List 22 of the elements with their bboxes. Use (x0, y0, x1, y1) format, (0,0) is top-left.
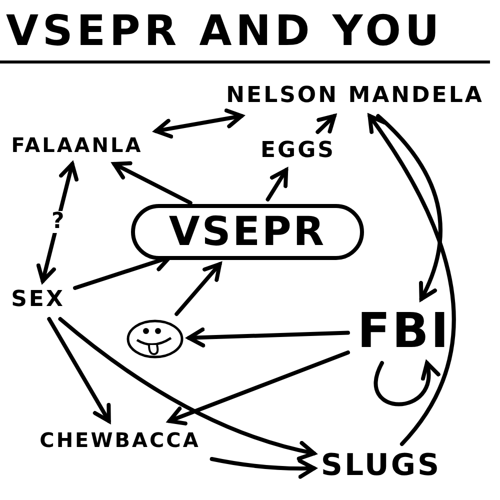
node-label: FALAANLA (11, 135, 143, 155)
arrow (47, 317, 111, 423)
node-label: CHEWBACCA (40, 430, 200, 450)
arrow (316, 114, 336, 134)
node-label: FBI (357, 307, 451, 355)
arrow (376, 114, 442, 301)
arrow (368, 114, 456, 446)
arrow (210, 457, 316, 479)
arrow (112, 161, 192, 205)
node-label: NELSON MANDELA (226, 85, 484, 107)
node-label: SEX (11, 289, 65, 311)
arrow (154, 108, 244, 139)
arrow (374, 361, 439, 406)
node-label: EGGS (260, 140, 336, 162)
arrow (187, 327, 350, 348)
title: VSEPR AND YOU (6, 6, 444, 56)
arrow (58, 317, 316, 460)
arrow (174, 262, 222, 316)
arrow (168, 350, 350, 426)
arrow (266, 168, 288, 202)
node-label: SLUGS (320, 451, 442, 481)
node-label: VSEPR (168, 212, 326, 252)
